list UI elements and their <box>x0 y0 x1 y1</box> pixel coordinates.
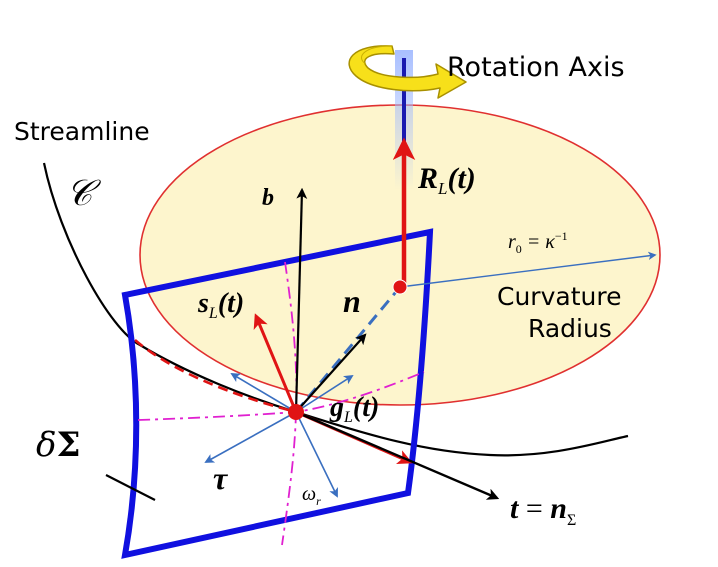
t-eq: = <box>518 492 550 525</box>
label-streamline: Streamline <box>14 117 150 146</box>
sL-main: s <box>197 288 209 319</box>
curvature-radius-arrow <box>399 251 657 288</box>
vector-sL <box>253 313 298 413</box>
label-rotation-axis: Rotation Axis <box>447 52 625 83</box>
tangent-vector-t <box>295 410 500 500</box>
label-r0: r0 = κ−1 <box>508 229 568 256</box>
gL-arg: (t) <box>353 392 379 423</box>
label-radius: Radius <box>528 314 612 343</box>
vorticity-vectors <box>204 373 354 498</box>
r0-sup: −1 <box>555 229 568 243</box>
label-curve-C: 𝒞 <box>66 173 102 213</box>
binormal-vector-b <box>294 187 308 413</box>
material-point-dot <box>288 404 304 420</box>
delta-sigma-pointer <box>105 474 156 501</box>
sL-sub: L <box>208 305 218 322</box>
R-sub: L <box>437 179 447 198</box>
label-n: n <box>343 283 361 319</box>
sigma-symbol: Σ <box>56 425 80 465</box>
omega-main: ω <box>302 483 316 505</box>
label-t-eq-nsigma: t = nΣ <box>510 492 576 529</box>
label-gL: gL(t) <box>329 392 379 426</box>
R-arg: (t) <box>447 162 475 195</box>
label-sL: sL(t) <box>197 288 244 322</box>
label-delta-sigma: δΣ <box>36 425 81 465</box>
t-sub: Σ <box>567 512 576 529</box>
rotation-arrow-icon <box>348 45 467 99</box>
gL-main: g <box>329 392 344 423</box>
label-tau: τ <box>213 460 229 496</box>
r0-sub: 0 <box>516 242 522 256</box>
R-main: R <box>417 162 438 195</box>
t-n: n <box>550 492 567 525</box>
t-main: t <box>510 492 520 525</box>
label-b: b <box>262 185 274 211</box>
osculating-arc-dashed <box>134 339 297 414</box>
normal-vector-n <box>295 333 367 413</box>
delta-symbol: δ <box>36 425 56 465</box>
label-R: RL(t) <box>417 162 476 198</box>
label-curvature: Curvature <box>497 282 621 311</box>
curvature-center-dot <box>392 279 408 295</box>
omega-sub: r <box>316 494 321 508</box>
gL-sub: L <box>343 409 353 426</box>
r0-main: r <box>508 231 516 253</box>
label-omega-r: ωr <box>302 483 321 508</box>
sL-arg: (t) <box>218 288 244 319</box>
surface-patch-delta-sigma <box>121 228 434 559</box>
r0-eq: = κ <box>522 231 555 253</box>
